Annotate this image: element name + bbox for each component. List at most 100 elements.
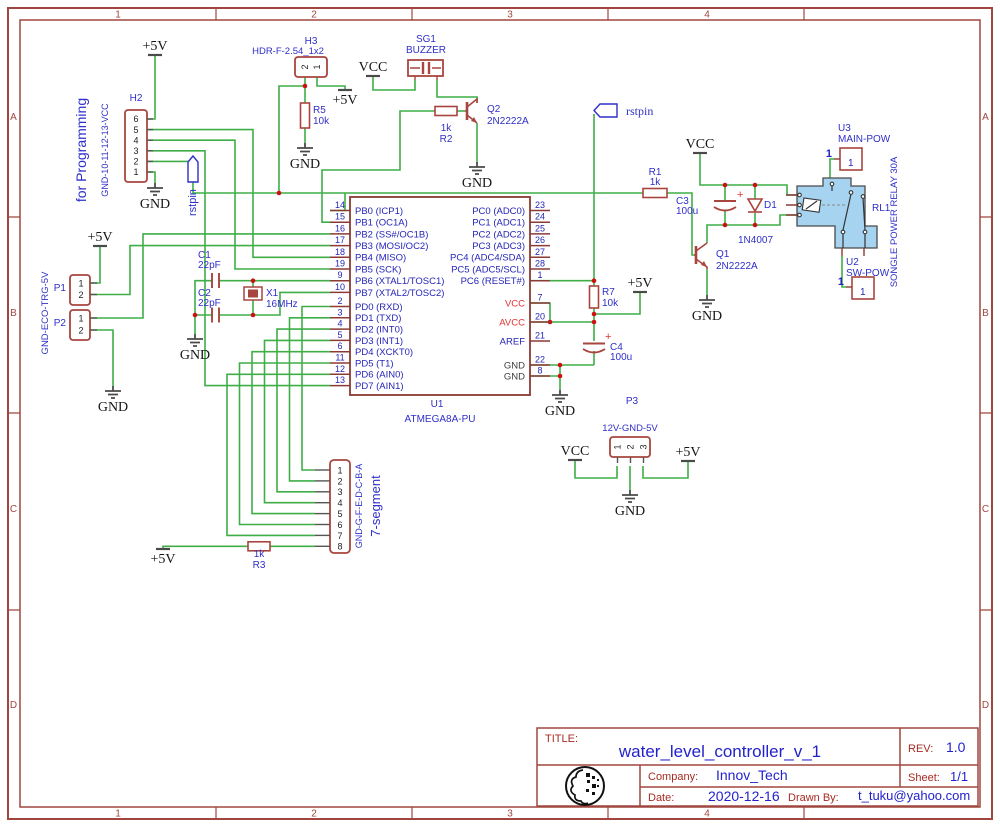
grid-col-label: 4 <box>704 809 710 820</box>
p3-pin-number: 2 <box>626 444 636 449</box>
u1-atmega8-symbol[interactable] <box>349 196 531 396</box>
u1-pin-number: 19 <box>335 259 345 269</box>
gnd-symbol[interactable]: GND <box>462 162 492 191</box>
u1-pin-name: GND <box>504 360 525 371</box>
vcc-flag-label: VCC <box>359 60 388 75</box>
u1-pin-name: PD1 (TXD) <box>355 313 401 324</box>
gnd-symbol[interactable]: GND <box>615 490 645 519</box>
q2-transistor-symbol[interactable] <box>465 97 478 124</box>
c2-value: 22pF <box>198 298 221 309</box>
junction-dot <box>722 222 728 228</box>
bus-wire[interactable] <box>251 350 330 515</box>
c2-ref: C2 <box>198 288 211 299</box>
q1-transistor-symbol[interactable] <box>694 242 708 269</box>
u1-pin-number: 6 <box>337 341 342 351</box>
u2-pin-inner: 1 <box>860 287 866 298</box>
p1-connector-symbol[interactable] <box>69 274 91 306</box>
junction-dot <box>557 373 563 379</box>
h3-pin-number: 2 <box>300 64 310 69</box>
rstpin-flag-horizontal[interactable] <box>593 103 618 118</box>
sg1-buzzer-symbol[interactable] <box>407 59 444 80</box>
c3-capacitor-symbol[interactable] <box>713 200 737 212</box>
gnd-symbol[interactable]: GND <box>98 386 128 415</box>
h2-pin-number: 1 <box>133 167 138 177</box>
c4-capacitor-symbol[interactable] <box>582 342 606 354</box>
u1-pin-name: PD0 (RXD) <box>355 302 403 313</box>
u1-pin-number: 5 <box>337 330 342 340</box>
p5v-flag[interactable]: +5V <box>675 445 701 463</box>
r1-resistor-symbol[interactable] <box>642 187 668 199</box>
x1-value: 16MHz <box>266 299 298 310</box>
junction-dot <box>302 83 308 89</box>
r5-resistor-symbol[interactable] <box>299 102 311 129</box>
vcc-flag[interactable]: VCC <box>359 60 388 78</box>
p2-connector-symbol[interactable] <box>69 309 91 341</box>
x1-crystal-symbol[interactable] <box>243 286 263 301</box>
r3-resistor-symbol[interactable] <box>247 540 271 552</box>
h2-header-symbol[interactable] <box>124 109 148 183</box>
r2-ref: R2 <box>440 134 453 145</box>
gnd-symbol[interactable]: GND <box>180 334 210 363</box>
p5v-flag[interactable]: +5V <box>627 276 653 294</box>
bus-wire[interactable] <box>226 373 330 537</box>
bus-wire[interactable] <box>263 339 331 504</box>
gnd-label: GND <box>180 348 210 363</box>
p5v-flag[interactable]: +5V <box>332 88 358 108</box>
d1-ref: D1 <box>764 200 777 211</box>
rl1-relay-symbol[interactable] <box>786 177 878 256</box>
vcc-flag[interactable]: VCC <box>686 137 715 155</box>
u2-ref: U2 <box>846 257 859 268</box>
p2-pin-number: 1 <box>78 313 83 323</box>
grid-row-label: D <box>982 700 989 711</box>
p5v-flag[interactable]: +5V <box>150 547 176 567</box>
p5v-flag[interactable]: +5V <box>87 230 113 248</box>
u2-swpow-symbol[interactable] <box>846 276 875 300</box>
x1-ref: X1 <box>266 288 279 299</box>
u1-pin-name: AVCC <box>499 317 525 328</box>
junction-dot <box>250 312 256 318</box>
grid-col-label: 2 <box>311 809 317 820</box>
caption-relay: SONGLE POWER RELAY 30A <box>889 156 900 287</box>
bus-wire[interactable] <box>276 328 330 493</box>
r2-resistor-symbol[interactable] <box>434 105 458 117</box>
segment-bus-wires[interactable] <box>226 305 331 537</box>
grid-row-label: A <box>982 112 989 123</box>
gnd-symbol[interactable]: GND <box>290 143 320 172</box>
u1-pin-number: 14 <box>335 200 345 210</box>
gnd-symbol[interactable]: GND <box>692 295 722 324</box>
u1-pin-name: PB7 (XTAL2/TOSC2) <box>355 288 444 299</box>
p3-ref: P3 <box>626 396 639 407</box>
u1-pin-number: 4 <box>337 319 342 329</box>
u1-pin-name: PC5 (ADC5/SCL) <box>451 264 525 275</box>
seg-connector-symbol[interactable] <box>329 459 351 554</box>
c2-capacitor-symbol[interactable] <box>211 307 220 323</box>
h3-header-symbol[interactable] <box>294 56 328 78</box>
p1-ref: P1 <box>54 283 67 294</box>
r7-resistor-symbol[interactable] <box>588 285 600 309</box>
gnd-symbol[interactable]: GND <box>140 183 170 212</box>
u1-part: ATMEGA8A-PU <box>405 414 476 425</box>
d1-diode-symbol[interactable] <box>746 198 764 213</box>
vcc-flag[interactable]: VCC <box>561 444 590 462</box>
bus-wire[interactable] <box>238 362 331 526</box>
c1-capacitor-symbol[interactable] <box>211 273 220 288</box>
u1-pin-name: PB3 (MOSI/OC2) <box>355 241 428 252</box>
bus-wire[interactable] <box>301 305 330 471</box>
u3-mainpow-symbol[interactable] <box>834 147 863 171</box>
c1-value: 22pF <box>198 260 221 271</box>
grid-col-label: 4 <box>704 10 710 21</box>
title-label: TITLE: <box>545 733 578 745</box>
u1-pin-number: 17 <box>335 235 345 245</box>
gnd-symbol[interactable]: GND <box>545 390 575 419</box>
h2-pin-number: 4 <box>133 135 138 145</box>
p5v-flag-label: +5V <box>142 39 167 54</box>
p5v-flag-label: +5V <box>87 230 112 245</box>
rstpin-flag-vertical[interactable] <box>187 154 199 183</box>
bus-wire[interactable] <box>288 317 331 482</box>
sg1-part: BUZZER <box>406 45 446 56</box>
drawn-value: t_tuku@yahoo.com <box>858 788 970 803</box>
p5v-flag[interactable]: +5V <box>142 39 168 57</box>
